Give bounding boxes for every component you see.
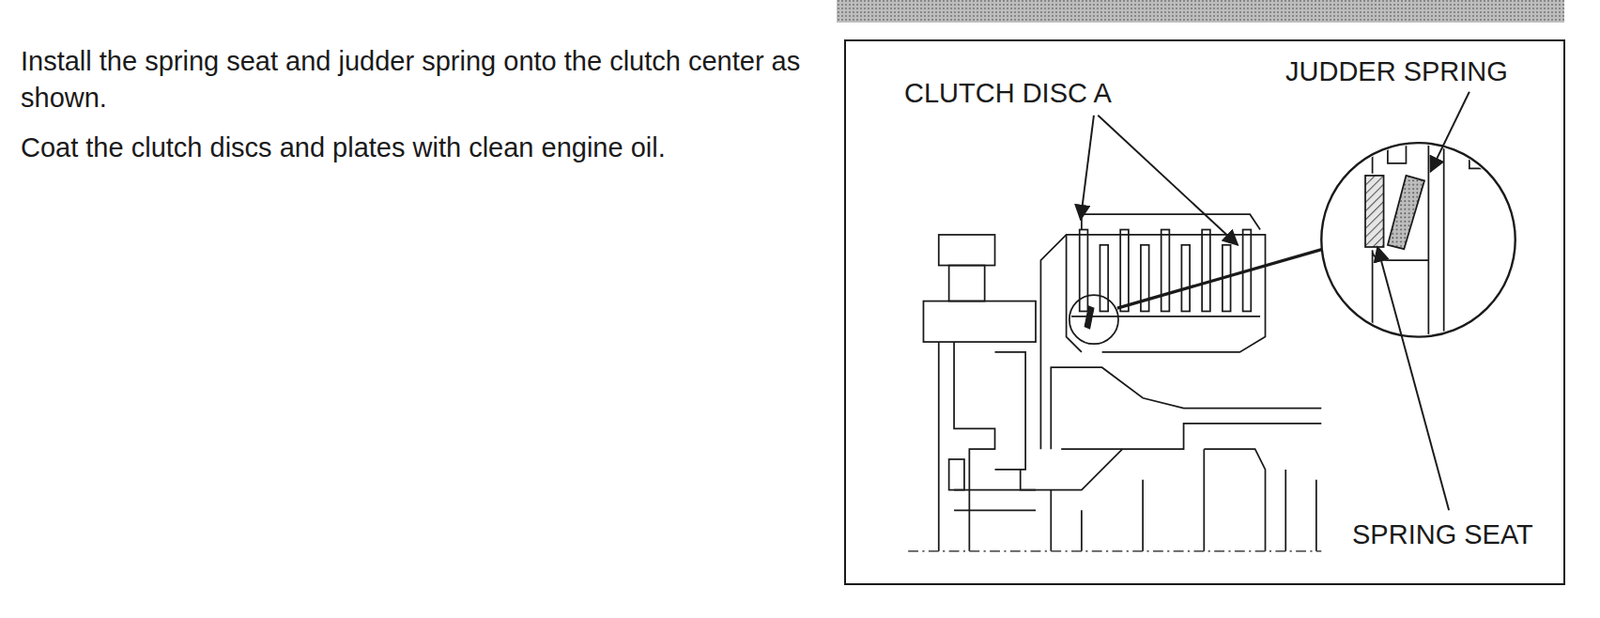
part-name: SPRING SEAT bbox=[1350, 518, 1536, 551]
instruction-text: Install the spring seat and judder sprin… bbox=[20, 43, 829, 117]
photo-strip bbox=[836, 0, 1565, 23]
clutch-section bbox=[907, 92, 1531, 552]
instruction-text: Coat the clutch discs and plates with cl… bbox=[20, 129, 829, 167]
figure-frame bbox=[845, 40, 1565, 585]
part-name: JUDDER SPRING bbox=[1283, 55, 1510, 88]
part-name: CLUTCH DISC A bbox=[902, 76, 1114, 109]
